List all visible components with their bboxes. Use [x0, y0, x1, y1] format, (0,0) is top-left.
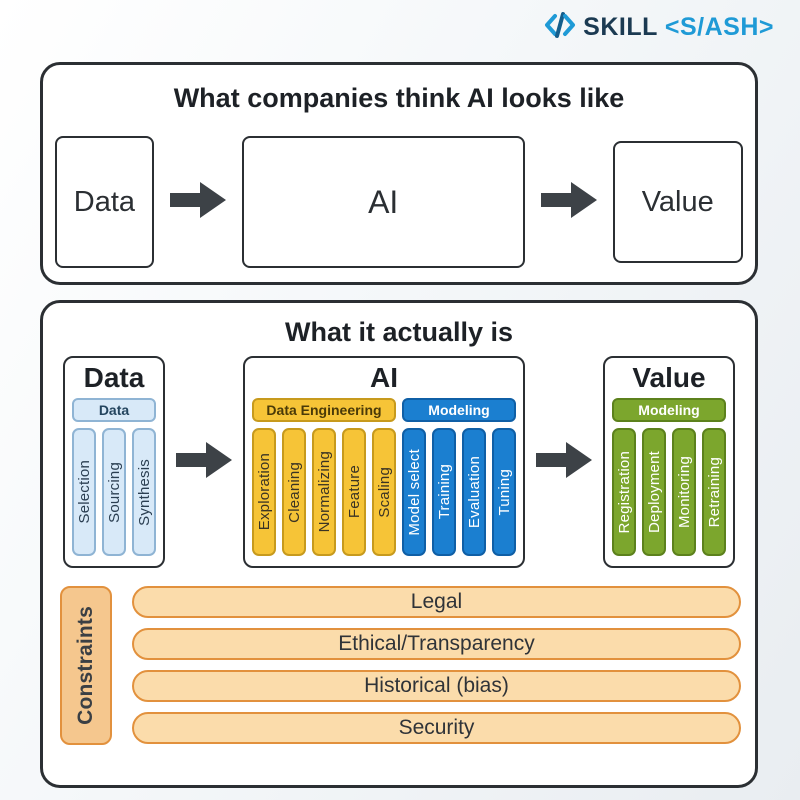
group-ai-title: AI	[370, 362, 398, 393]
bar-selection: Selection	[72, 428, 96, 556]
constraints-section: Constraints Legal Ethical/Transparency H…	[43, 586, 755, 745]
constraint-security: Security	[132, 712, 741, 744]
arrow-right-icon	[176, 441, 232, 483]
group-ai-bars: Exploration Cleaning Normalizing Feature…	[252, 428, 516, 556]
expectation-flow: Data AI Value	[43, 136, 755, 268]
bar-training: Training	[432, 428, 456, 556]
arrow-right-icon	[169, 181, 226, 223]
bar-synthesis: Synthesis	[132, 428, 156, 556]
group-ai-chips: Data Engineering Modeling	[252, 398, 516, 422]
bar-feature: Feature	[342, 428, 366, 556]
constraints-label: Constraints	[74, 606, 97, 725]
reality-flow: Data Data Selection Sourcing Synthesis A…	[43, 356, 755, 568]
chip-data: Data	[72, 398, 156, 422]
chip-modeling: Modeling	[402, 398, 516, 422]
chip-value-modeling: Modeling	[612, 398, 726, 422]
bar-model-select: Model select	[402, 428, 426, 556]
panel-expectation-title: What companies think AI looks like	[173, 83, 625, 113]
brand-logo: SKILL<S/ASH>	[544, 12, 774, 43]
group-value-title: Value	[632, 362, 706, 393]
constraints-list: Legal Ethical/Transparency Historical (b…	[132, 586, 741, 745]
group-value: Value Modeling Registration Deployment M…	[603, 356, 735, 568]
group-data-bars: Selection Sourcing Synthesis	[72, 428, 156, 556]
bar-tuning: Tuning	[492, 428, 516, 556]
group-data-title: Data	[83, 362, 145, 393]
code-slash-icon	[544, 12, 576, 43]
panel-expectation: What companies think AI looks like Data …	[40, 62, 758, 285]
panel-reality-title: What it actually is	[284, 317, 514, 347]
bar-monitoring: Monitoring	[672, 428, 696, 556]
bar-registration: Registration	[612, 428, 636, 556]
flow-box-data: Data	[55, 136, 154, 268]
constraints-label-box: Constraints	[60, 586, 112, 745]
flow-box-ai: AI	[241, 136, 525, 268]
flow-box-value: Value	[612, 141, 743, 263]
bar-sourcing: Sourcing	[102, 428, 126, 556]
chip-data-engineering: Data Engineering	[252, 398, 396, 422]
bar-cleaning: Cleaning	[282, 428, 306, 556]
bar-normalizing: Normalizing	[312, 428, 336, 556]
panel-reality: What it actually is Data Data Selection …	[40, 300, 758, 788]
bar-exploration: Exploration	[252, 428, 276, 556]
group-data-chips: Data	[72, 398, 156, 422]
constraint-legal: Legal	[132, 586, 741, 618]
constraint-historical: Historical (bias)	[132, 670, 741, 702]
bar-deployment: Deployment	[642, 428, 666, 556]
group-data: Data Data Selection Sourcing Synthesis	[63, 356, 165, 568]
bar-scaling: Scaling	[372, 428, 396, 556]
bar-retraining: Retraining	[702, 428, 726, 556]
constraint-ethical: Ethical/Transparency	[132, 628, 741, 660]
brand-name-accent: <S/ASH>	[664, 13, 774, 41]
arrow-right-icon	[540, 181, 597, 223]
bar-evaluation: Evaluation	[462, 428, 486, 556]
group-value-bars: Registration Deployment Monitoring Retra…	[612, 428, 726, 556]
brand-name: SKILL	[583, 13, 658, 41]
arrow-right-icon	[536, 441, 592, 483]
group-value-chips: Modeling	[612, 398, 726, 422]
group-ai: AI Data Engineering Modeling Exploration…	[243, 356, 525, 568]
